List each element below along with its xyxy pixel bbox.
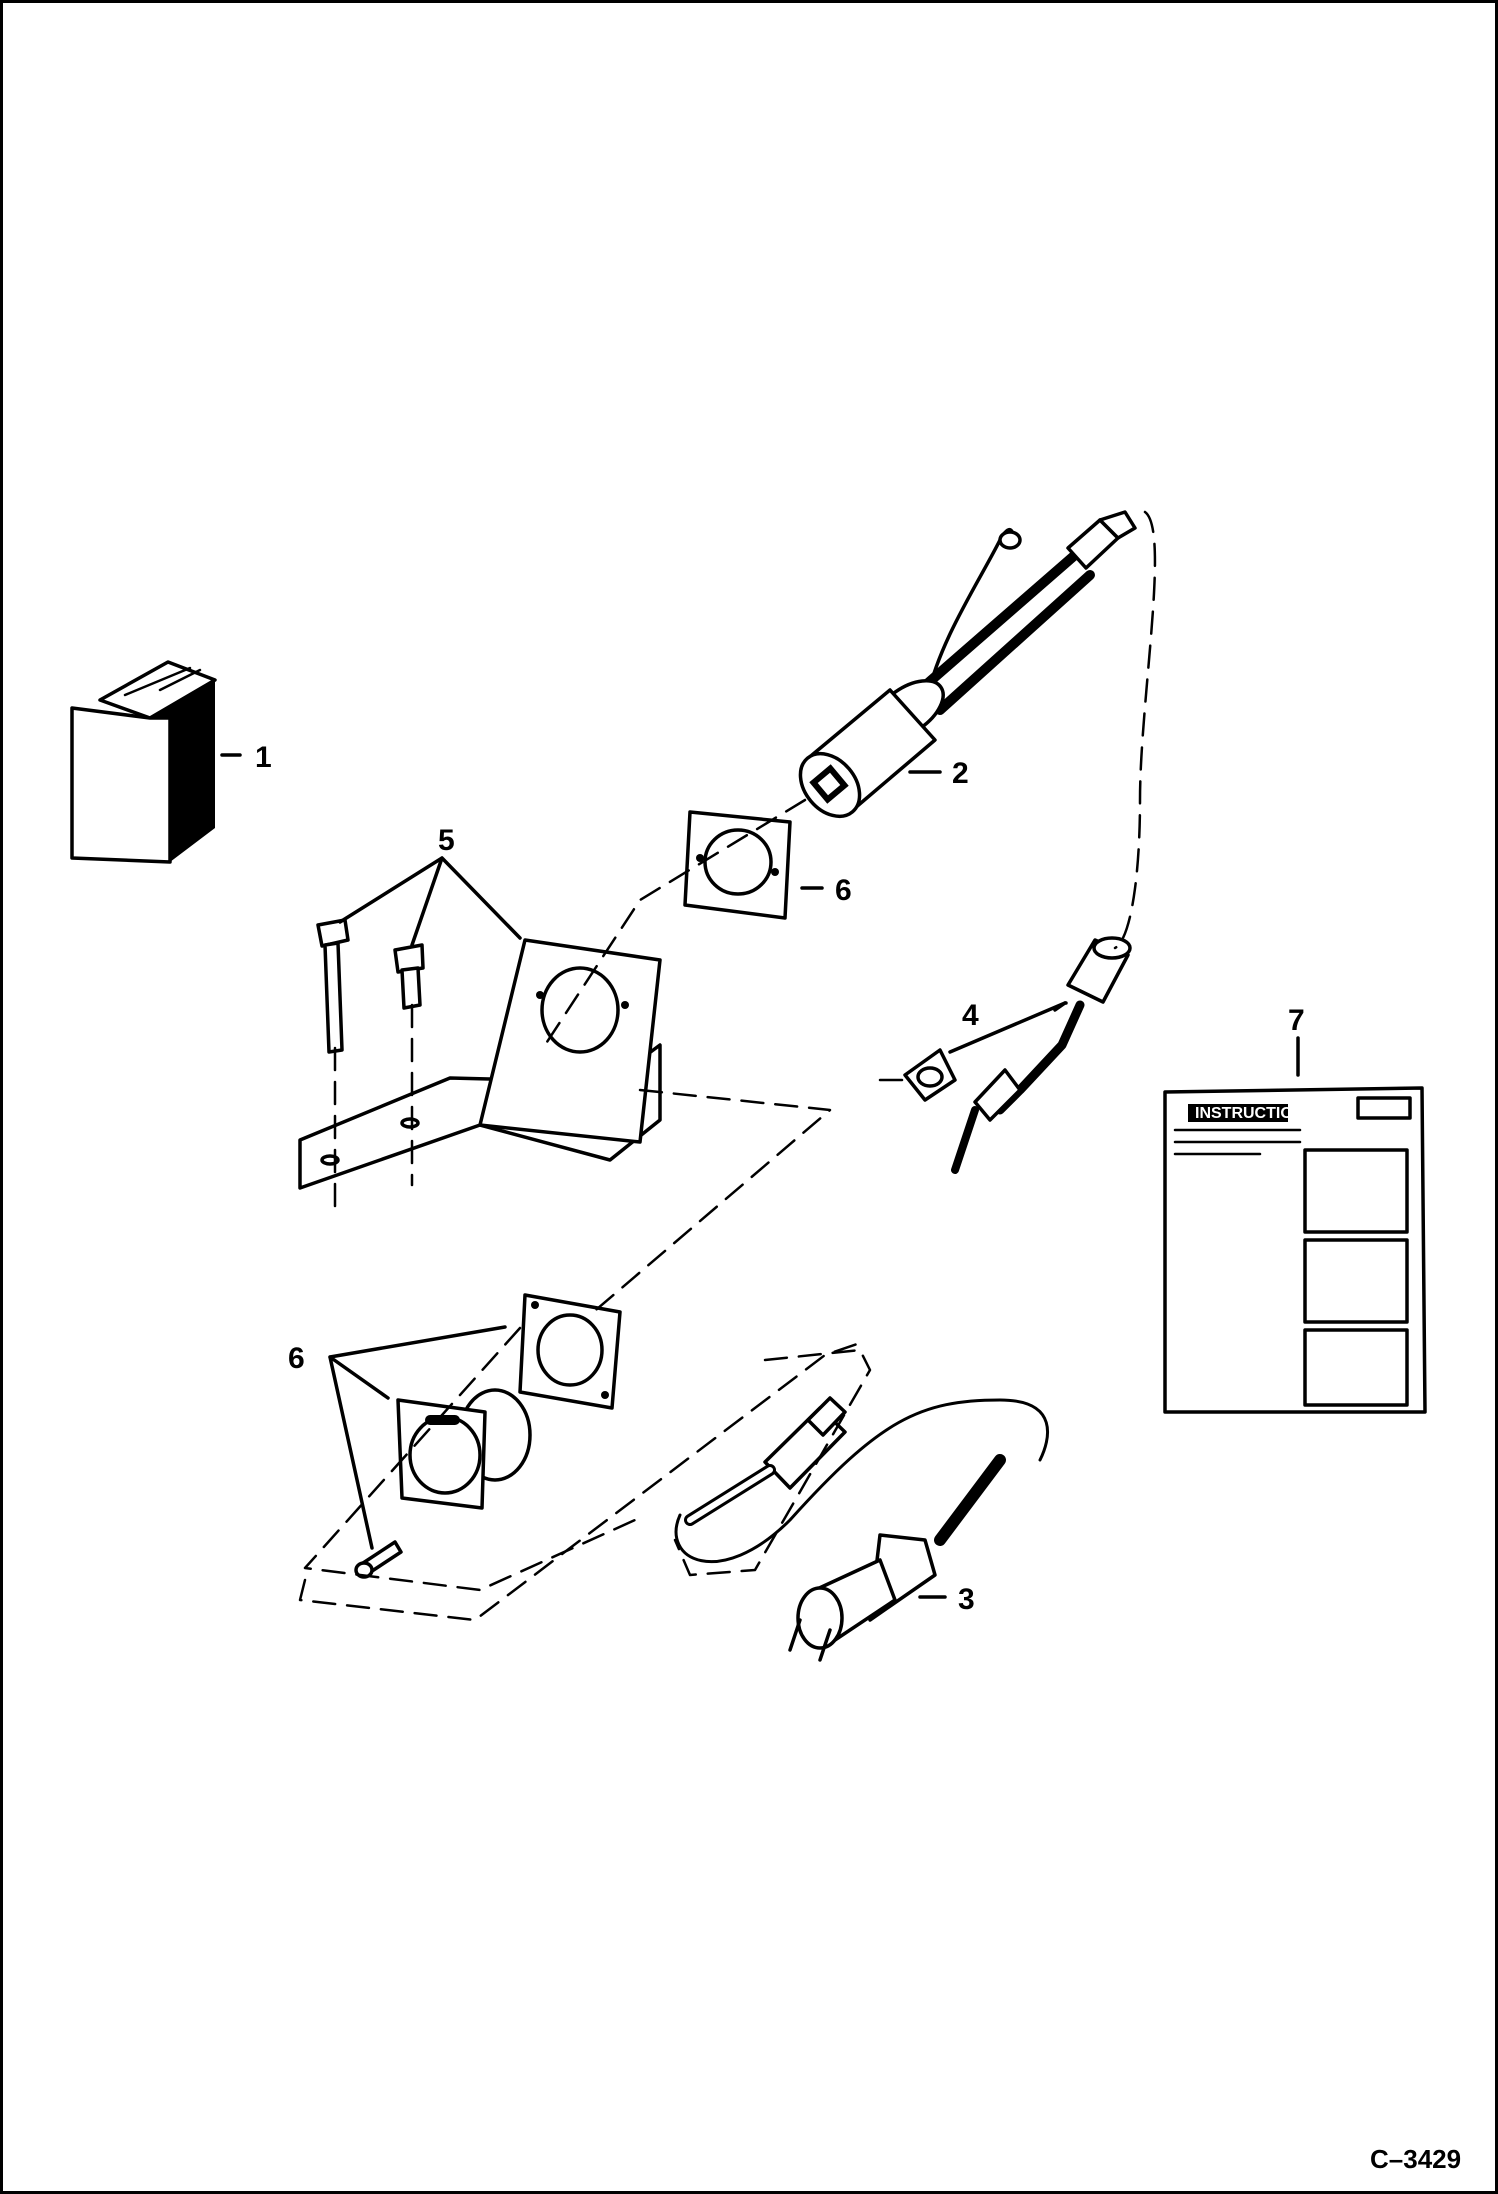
item-6-socket-assembly <box>354 1293 622 1579</box>
callout-2: 2 <box>952 757 969 790</box>
callout-7: 7 <box>1288 1004 1305 1037</box>
instructions-title: INSTRUCTIONS <box>1195 1105 1315 1122</box>
callout-5: 5 <box>438 824 455 857</box>
callout-4: 4 <box>962 999 979 1032</box>
figure-id: C–3429 <box>1370 2144 1461 2174</box>
callout-6-upper: 6 <box>835 874 852 907</box>
item-6-gasket-upper <box>683 810 792 920</box>
leader-lines-6-lower <box>328 1325 507 1550</box>
assembly-dashed-lines <box>298 510 1157 1622</box>
item-5-mounting-bracket <box>298 918 662 1190</box>
leader-line-4b <box>948 1001 1068 1054</box>
callout-3: 3 <box>958 1583 975 1616</box>
item-7-instructions-sheet: INSTRUCTIONS <box>1163 1086 1427 1414</box>
item-1-block <box>70 660 217 864</box>
callout-6-lower: 6 <box>288 1342 305 1375</box>
item-4-temperature-switch <box>903 936 1132 1174</box>
leader-lines-5 <box>338 856 522 947</box>
item-3-power-cord <box>674 1396 1049 1662</box>
callout-1: 1 <box>255 741 272 774</box>
item-2-heater-element <box>798 510 1137 819</box>
